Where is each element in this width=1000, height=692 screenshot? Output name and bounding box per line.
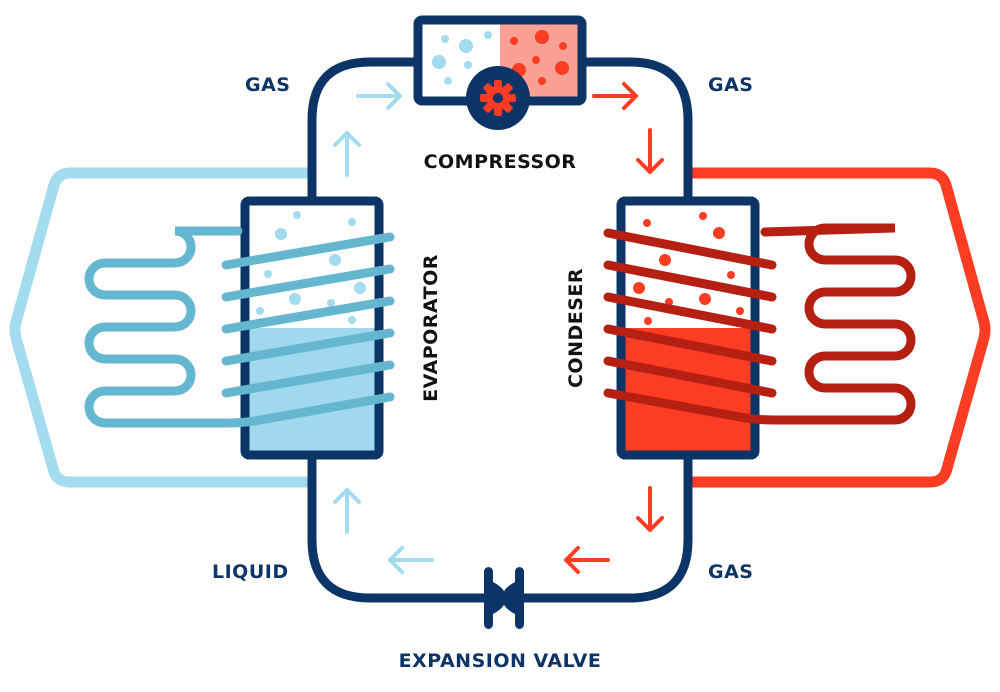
compressor-cold-bubbles xyxy=(432,31,492,85)
gear-hole xyxy=(493,93,503,103)
flow-arrow-top-left-right xyxy=(356,82,402,110)
flow-arrow-left-up-lower xyxy=(333,488,361,534)
gear-icon xyxy=(480,80,516,116)
evaporator xyxy=(84,196,395,460)
label-condenser: CONDESER xyxy=(565,268,587,388)
label-liquid: LIQUID xyxy=(212,561,289,583)
flow-arrow-right-down-upper xyxy=(636,128,664,174)
label-expansion-valve: EXPANSION VALVE xyxy=(399,650,602,672)
label-evaporator: EVAPORATOR xyxy=(420,254,442,402)
compressor-hot-bubbles xyxy=(510,30,569,85)
label-gas-bottom-right: GAS xyxy=(708,561,753,583)
flow-arrow-left-up-upper xyxy=(333,131,361,177)
flow-arrow-bottom-right-left xyxy=(564,546,610,574)
condenser xyxy=(603,196,916,460)
label-gas-top-right: GAS xyxy=(708,74,753,96)
evaporator-bubbles xyxy=(256,211,366,324)
flow-arrow-top-right-right xyxy=(592,82,638,110)
cold-air-loop xyxy=(9,167,310,488)
evaporator-coil xyxy=(84,226,395,428)
condenser-bubbles xyxy=(633,212,744,325)
label-gas-top-left: GAS xyxy=(245,74,290,96)
flow-arrow-right-down-lower xyxy=(636,486,664,532)
flow-arrow-bottom-left-left xyxy=(388,546,434,574)
hot-air-loop xyxy=(690,167,991,488)
condenser-coil xyxy=(603,223,916,425)
refrigerant-circuit xyxy=(307,57,693,603)
compressor xyxy=(413,15,587,130)
label-compressor: COMPRESSOR xyxy=(424,151,577,173)
expansion-valve xyxy=(484,567,524,629)
